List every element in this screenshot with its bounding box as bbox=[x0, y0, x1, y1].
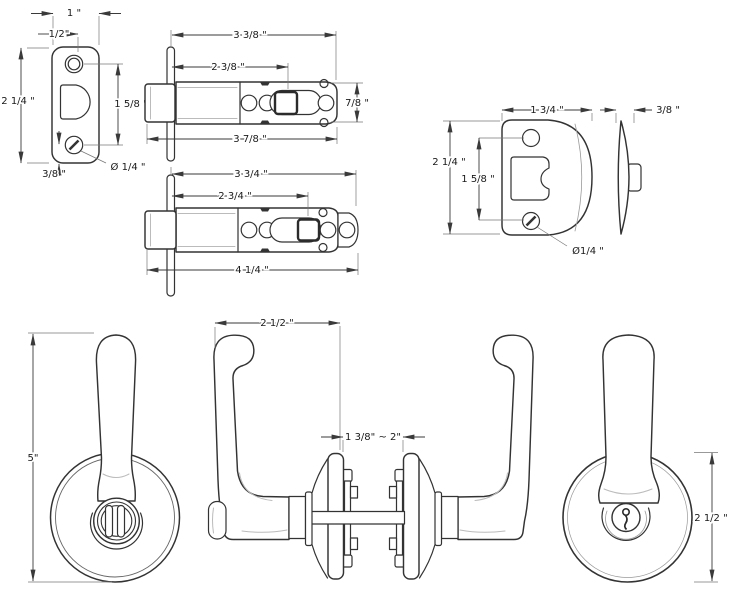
spindle-hole bbox=[296, 218, 321, 242]
lever-interior-view: 5" bbox=[26, 332, 181, 583]
strike-latch-opening bbox=[510, 156, 550, 201]
dim-faceplate-screw-offset: 1/2" bbox=[49, 29, 70, 40]
latch-faceplate-view: 1 " 1/2" 2 1/4 " 1 5/8 " Ø 1/4 " 3/8 " bbox=[0, 6, 149, 181]
dim-door-thickness-range: 1 3/8" ~ 2" bbox=[345, 432, 401, 443]
latch-bolt bbox=[144, 83, 176, 123]
dim-faceplate-edge-offset: 3/8 " bbox=[42, 169, 66, 180]
spindle-hole bbox=[273, 90, 299, 116]
mounting-plate-right bbox=[402, 452, 420, 580]
dim-latch-long-total: 4 1/4 " bbox=[235, 265, 268, 276]
strike-plate-view: 1 3/4 " 2 1/4 " 1 5/8 " Ø1/4 " 3/8 " bbox=[431, 103, 682, 258]
latch-bolt bbox=[144, 210, 177, 250]
dim-faceplate-width: 1 " bbox=[67, 8, 81, 19]
latch-short-view: 3 3/8 " 2 3/8 " 3 7/8 " 7/8 " bbox=[144, 28, 371, 162]
case-tab bbox=[260, 82, 270, 86]
lever-neck-left bbox=[288, 495, 307, 540]
side-lever-right bbox=[457, 334, 534, 541]
dim-strike-height: 2 1/4 " bbox=[432, 157, 465, 168]
dim-strike-screw-dia: Ø1/4 " bbox=[572, 245, 604, 257]
adjust-slot bbox=[269, 89, 322, 116]
dim-latch-long-backset: 2 3/4 " bbox=[218, 191, 251, 202]
turn-button-bar bbox=[116, 504, 126, 538]
lever-end-cap bbox=[207, 500, 227, 540]
exterior-lever-handle bbox=[598, 334, 660, 504]
dim-faceplate-screw-spacing: 1 5/8 " bbox=[114, 99, 147, 110]
lever-exterior-view: 2 1/2 " bbox=[562, 334, 729, 583]
dim-latch-long-overall: 3 3/4 " bbox=[234, 169, 267, 180]
screw-slot bbox=[68, 139, 80, 151]
dim-strike-thickness: 3/8 " bbox=[656, 105, 680, 116]
dim-faceplate-height: 2 1/4 " bbox=[1, 96, 34, 107]
dim-latch-short-backset: 2 3/8 " bbox=[211, 62, 244, 73]
latch-long-view: 3 3/4 " 2 3/4 " 4 1/4 " bbox=[144, 167, 359, 297]
dim-rose-diameter: 2 1/2 " bbox=[694, 513, 727, 524]
lever-neck-right bbox=[440, 495, 459, 540]
lever-boss bbox=[92, 497, 140, 545]
interior-lever-handle bbox=[95, 334, 137, 502]
dim-strike-screw-spacing: 1 5/8 " bbox=[461, 174, 494, 185]
dim-latch-short-overall: 3 3/8 " bbox=[233, 30, 266, 41]
screw-slot bbox=[525, 215, 537, 227]
faceplate-latch-hole bbox=[59, 84, 91, 120]
strike-side-profile bbox=[617, 120, 630, 235]
strike-outline bbox=[501, 119, 593, 236]
case-tab bbox=[260, 248, 270, 252]
dim-lever-length: 5" bbox=[28, 453, 39, 464]
dim-lever-projection: 2 1/2 " bbox=[260, 318, 293, 329]
strike-top-screw-hole bbox=[521, 128, 541, 148]
rose-bell-right bbox=[418, 458, 436, 494]
case-tab bbox=[260, 120, 270, 124]
lever-side-view: 2 1/2 " 1 3/8" ~ 2" bbox=[207, 316, 534, 580]
case-tab bbox=[260, 208, 270, 212]
turn-button-cup bbox=[89, 512, 144, 550]
dim-strike-width: 1 3/4 " bbox=[530, 105, 563, 116]
dim-latch-short-dia: 7/8 " bbox=[345, 98, 369, 109]
turn-button-bar bbox=[104, 504, 114, 538]
spindle bbox=[302, 510, 406, 525]
dim-faceplate-screw-dia: Ø 1/4 " bbox=[111, 161, 146, 173]
key-slot bbox=[623, 514, 628, 531]
dim-latch-short-total: 3 7/8 " bbox=[233, 134, 266, 145]
adjust-slot bbox=[269, 217, 322, 243]
rose-bell-left bbox=[311, 458, 329, 494]
cylinder-cup bbox=[601, 507, 651, 541]
